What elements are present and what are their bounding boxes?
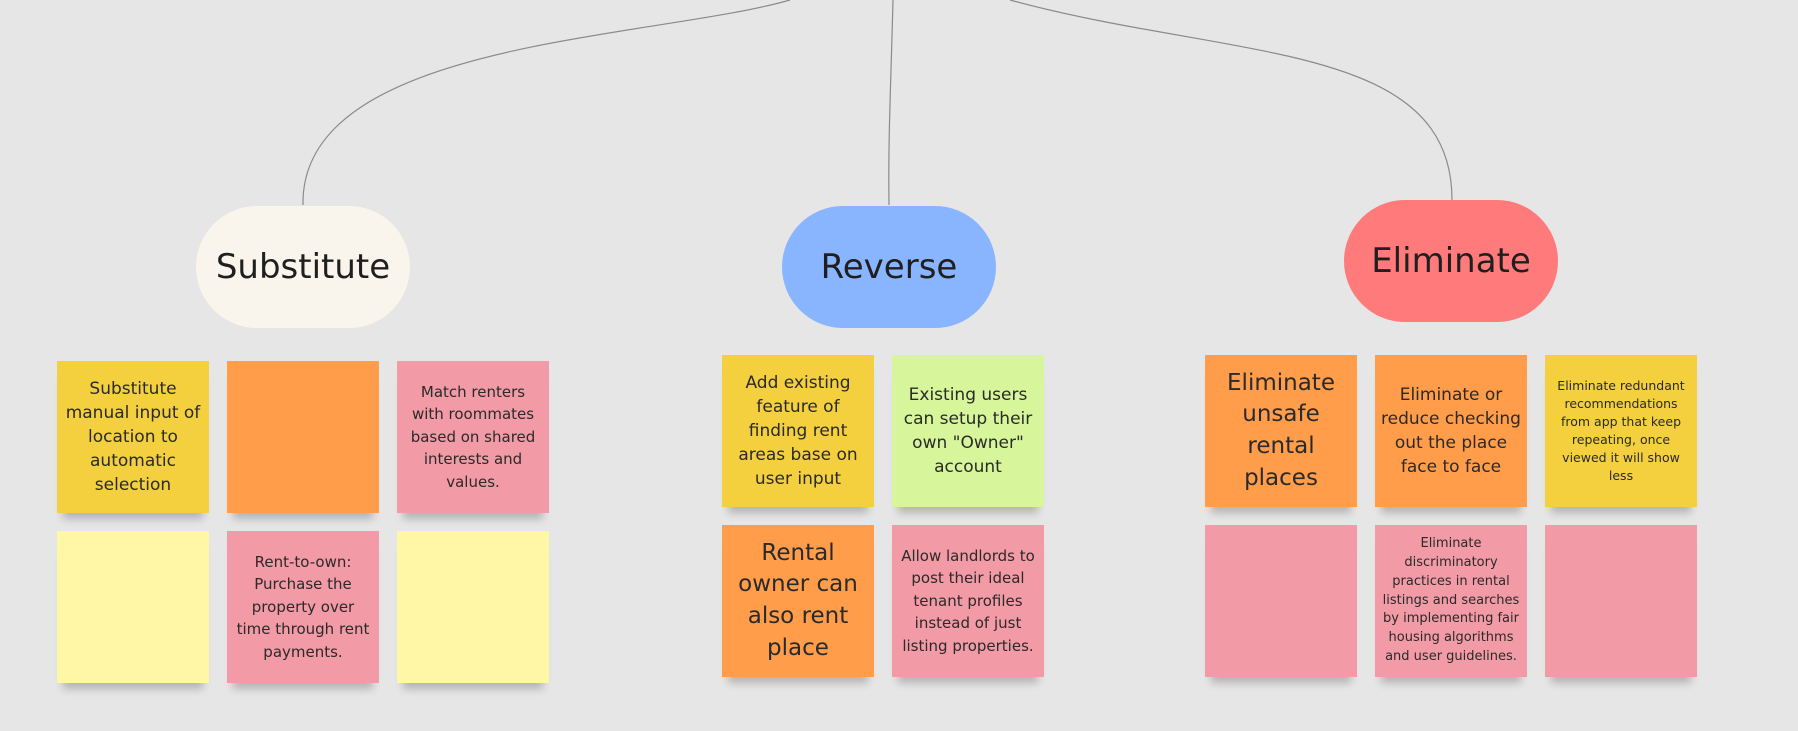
sticky-note[interactable]: Add existing feature of finding rent are… [722,355,874,507]
sticky-note[interactable] [57,531,209,683]
connector-eliminate[interactable] [1009,0,1453,201]
sticky-note[interactable] [227,361,379,513]
sticky-note[interactable]: Rental owner can also rent place [722,525,874,677]
sticky-note[interactable]: Match renters with roommates based on sh… [397,361,549,513]
sticky-note[interactable] [1545,525,1697,677]
topic-substitute[interactable]: Substitute [196,206,410,328]
sticky-note[interactable]: Eliminate or reduce checking out the pla… [1375,355,1527,507]
sticky-note[interactable] [397,531,549,683]
topic-eliminate[interactable]: Eliminate [1344,200,1558,322]
sticky-note[interactable]: Allow landlords to post their ideal tena… [892,525,1044,677]
topic-reverse[interactable]: Reverse [782,206,996,328]
sticky-note[interactable] [1205,525,1357,677]
sticky-note[interactable]: Substitute manual input of location to a… [57,361,209,513]
sticky-note[interactable]: Eliminate discriminatory practices in re… [1375,525,1527,677]
connector-reverse[interactable] [888,0,894,206]
sticky-note[interactable]: Eliminate redundant recommendations from… [1545,355,1697,507]
connector-substitute[interactable] [302,0,791,206]
sticky-note[interactable]: Rent-to-own: Purchase the property over … [227,531,379,683]
sticky-note[interactable]: Eliminate unsafe rental places [1205,355,1357,507]
sticky-note[interactable]: Existing users can setup their own "Owne… [892,355,1044,507]
